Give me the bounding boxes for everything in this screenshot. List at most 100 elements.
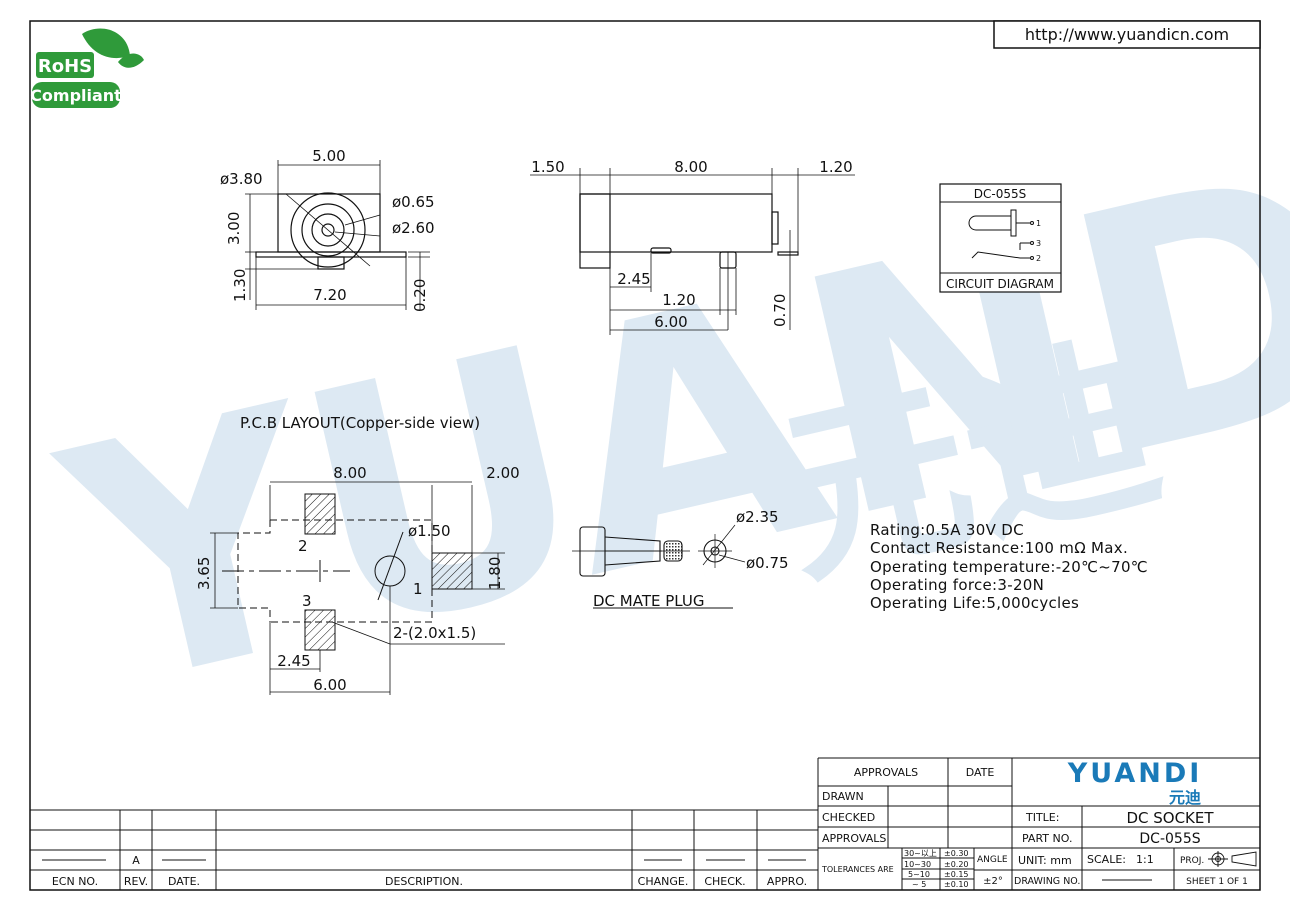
rev-value: A — [132, 854, 140, 867]
plug-symbol-icon — [968, 215, 1011, 231]
tb-tol-value-2: ±0.15 — [944, 870, 969, 879]
circuit-title: DC-055S — [974, 187, 1026, 201]
tb-tol-value-1: ±0.20 — [944, 860, 969, 869]
spec-force: Operating force:3-20N — [870, 576, 1044, 594]
spec-temperature: Operating temperature:-20℃~70℃ — [870, 558, 1148, 576]
pcb-dim-6-00: 6.00 — [313, 676, 346, 694]
dim-1-30: 1.30 — [231, 269, 249, 302]
title-block — [818, 757, 1260, 890]
tb-part-label: PART NO. — [1022, 832, 1072, 845]
dim-dia-0-65: ø0.65 — [392, 193, 435, 211]
tb-logo: YUANDI — [1067, 758, 1203, 789]
leaf-icon — [82, 28, 130, 59]
spec-life: Operating Life:5,000cycles — [870, 594, 1079, 612]
circuit-pin-2: 2 — [1036, 254, 1041, 263]
tb-tol-range-3: ~ 5 — [912, 880, 926, 889]
spec-resistance: Contact Resistance:100 mΩ Max. — [870, 539, 1128, 557]
tb-tol-range-2: 5~10 — [908, 870, 930, 879]
circuit-diagram: DC-055S CIRCUIT DIAGRAM 1 3 2 — [939, 183, 1062, 293]
dim-dia-2-60: ø2.60 — [392, 219, 435, 237]
pcb-dim-2-45: 2.45 — [277, 652, 310, 670]
pcb-labels: 8.00 2.00 ø1.50 3.65 1.80 2-(2.0x1.5) 2.… — [195, 464, 520, 694]
header-rev: REV. — [124, 875, 148, 888]
circuit-caption: CIRCUIT DIAGRAM — [946, 277, 1054, 291]
plug-caption: DC MATE PLUG — [593, 592, 705, 610]
tb-drawn: DRAWN — [822, 790, 864, 803]
tb-approvals: APPROVALS — [854, 766, 918, 779]
projection-icon — [1208, 851, 1257, 867]
circuit-pin-3: 3 — [1036, 239, 1041, 248]
dim-1-50: 1.50 — [531, 158, 564, 176]
dim-6-00: 6.00 — [654, 313, 687, 331]
header-appro: APPRO. — [767, 875, 807, 888]
dim-dia-3-80: ø3.80 — [220, 170, 263, 188]
tb-tol-value-3: ±0.10 — [944, 880, 969, 889]
pcb-title: P.C.B LAYOUT(Copper-side view) — [240, 414, 480, 432]
pcb-pad-note: 2-(2.0x1.5) — [393, 624, 476, 642]
dim-7-20: 7.20 — [313, 286, 346, 304]
front-view-labels: 5.00 ø3.80 ø0.65 ø2.60 3.00 1.30 7.20 0.… — [220, 147, 435, 312]
specifications: Rating:0.5A 30V DC Contact Resistance:10… — [870, 521, 1148, 612]
sheet-border — [29, 20, 1261, 891]
dim-5-00: 5.00 — [312, 147, 345, 165]
tb-angle-label: ANGLE — [977, 855, 1008, 865]
pcb-label-2: 2 — [298, 537, 308, 555]
tb-tol-value-0: ±0.30 — [944, 849, 969, 858]
pcb-label-1: 1 — [413, 580, 423, 598]
header-ecn: ECN NO. — [52, 875, 98, 888]
tb-angle-value: ±2° — [983, 876, 1003, 887]
pcb-dim-2-00: 2.00 — [486, 464, 519, 482]
tb-tol-range-1: 10~30 — [904, 860, 931, 869]
header-change: CHANGE. — [638, 875, 689, 888]
mate-plug — [572, 524, 746, 609]
tb-date: DATE — [966, 766, 995, 779]
header-description: DESCRIPTION. — [385, 875, 463, 888]
revision-labels: A ECN NO. REV. DATE. DESCRIPTION. CHANGE… — [52, 854, 807, 888]
url-text: http://www.yuandicn.com — [1025, 25, 1229, 44]
front-view — [245, 160, 430, 310]
pad-1 — [431, 552, 473, 590]
pcb-dim-hole: ø1.50 — [408, 522, 451, 540]
header-date: DATE. — [168, 875, 200, 888]
tb-checked: CHECKED — [822, 811, 875, 824]
plug-dia-0-75: ø0.75 — [746, 554, 789, 572]
tb-tolerances: TOLERANCES ARE — [821, 865, 894, 874]
mate-plug-labels: ø2.35 ø0.75 DC MATE PLUG — [593, 508, 789, 610]
dim-0-70: 0.70 — [771, 294, 789, 327]
pcb-dim-1-80: 1.80 — [486, 557, 504, 590]
url-box: http://www.yuandicn.com — [993, 20, 1261, 49]
tb-scale-label: SCALE: — [1087, 853, 1126, 866]
tb-proj: PROJ. — [1180, 856, 1204, 866]
dim-0-20: 0.20 — [411, 279, 429, 312]
tb-logo-cn: 元迪 — [1169, 788, 1201, 807]
pcb-dim-3-65: 3.65 — [195, 557, 213, 590]
pcb-dim-8-00: 8.00 — [333, 464, 366, 482]
compliant-text: Compliant — [30, 86, 122, 105]
side-view — [530, 168, 855, 335]
tb-approvals2: APPROVALS — [822, 832, 886, 845]
revision-block — [30, 758, 819, 890]
rohs-logo: RoHS Compliant — [30, 28, 144, 108]
tb-unit: UNIT: mm — [1018, 854, 1072, 867]
pad-3 — [304, 609, 336, 651]
tb-part-value: DC-055S — [1139, 831, 1200, 847]
circuit-pin-1: 1 — [1036, 219, 1041, 228]
title-block-labels: APPROVALS DATE DRAWN CHECKED APPROVALS T… — [821, 758, 1257, 889]
tb-title-label: TITLE: — [1025, 811, 1059, 824]
spec-rating: Rating:0.5A 30V DC — [870, 521, 1024, 539]
dim-3-00: 3.00 — [225, 212, 243, 245]
tb-drawing-label: DRAWING NO. — [1014, 876, 1080, 887]
dim-1-20b: 1.20 — [662, 291, 695, 309]
rohs-text: RoHS — [38, 56, 92, 77]
pad-2 — [304, 493, 336, 535]
pcb-label-3: 3 — [302, 592, 312, 610]
dim-1-20: 1.20 — [819, 158, 852, 176]
tb-title-value: DC SOCKET — [1126, 809, 1214, 827]
tb-sheet: SHEET 1 OF 1 — [1186, 877, 1248, 887]
dim-8-00: 8.00 — [674, 158, 707, 176]
pcb-layout — [210, 481, 505, 695]
tb-scale-value: 1:1 — [1136, 853, 1154, 866]
tb-tol-range-0: 30~以上 — [904, 849, 937, 858]
plug-dia-2-35: ø2.35 — [736, 508, 779, 526]
